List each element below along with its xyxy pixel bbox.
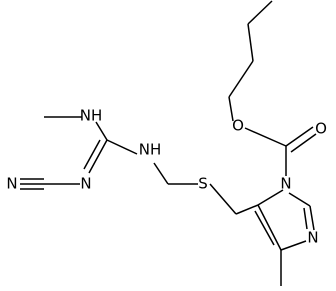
bond-c2-n3-a — [309, 205, 315, 231]
atom-n-nitrile: N — [6, 175, 17, 193]
bond-guanidine-nh — [106, 139, 138, 155]
bond-c5-n1 — [257, 189, 284, 206]
bond-c2-n3-b — [303, 207, 308, 230]
bond-layer — [20, 0, 317, 286]
bond-butyl-3 — [247, 0, 273, 25]
atom-label-layer: NH NH N N S O O N N — [6, 107, 327, 247]
atom-o-ester: O — [232, 117, 244, 135]
atom-nh-middle: NH — [139, 141, 162, 159]
atom-n-imine: N — [80, 175, 91, 193]
atom-n-imidazole-1: N — [280, 175, 291, 193]
bond-carbonyl-o-b — [290, 133, 317, 153]
bond-butyl-1 — [228, 60, 254, 98]
bond-s-methylene — [209, 183, 237, 215]
atom-nh-top: NH — [80, 107, 103, 125]
bond-guanidine-imine-1 — [88, 139, 108, 174]
atom-n-imidazole-3: N — [307, 229, 318, 247]
bond-nh-guanidine — [95, 121, 108, 141]
bond-carbonyl-o-a — [285, 126, 314, 147]
atom-o-carbonyl: O — [315, 120, 327, 138]
bond-butyl-2 — [247, 23, 254, 62]
bond-methylene-c5 — [235, 204, 259, 215]
bond-carbonyl-ester-o — [244, 127, 287, 147]
bond-c4-c5-a — [257, 204, 282, 251]
bond-n1-c2 — [288, 192, 311, 207]
bond-guanidine-imine-2 — [83, 139, 101, 170]
bond-n3-c4 — [280, 240, 307, 251]
bond-nh-methylene — [153, 162, 169, 185]
bond-ester-o-ch2 — [228, 96, 234, 122]
bond-c4-c5-b — [254, 210, 275, 246]
atom-s: S — [198, 175, 208, 193]
